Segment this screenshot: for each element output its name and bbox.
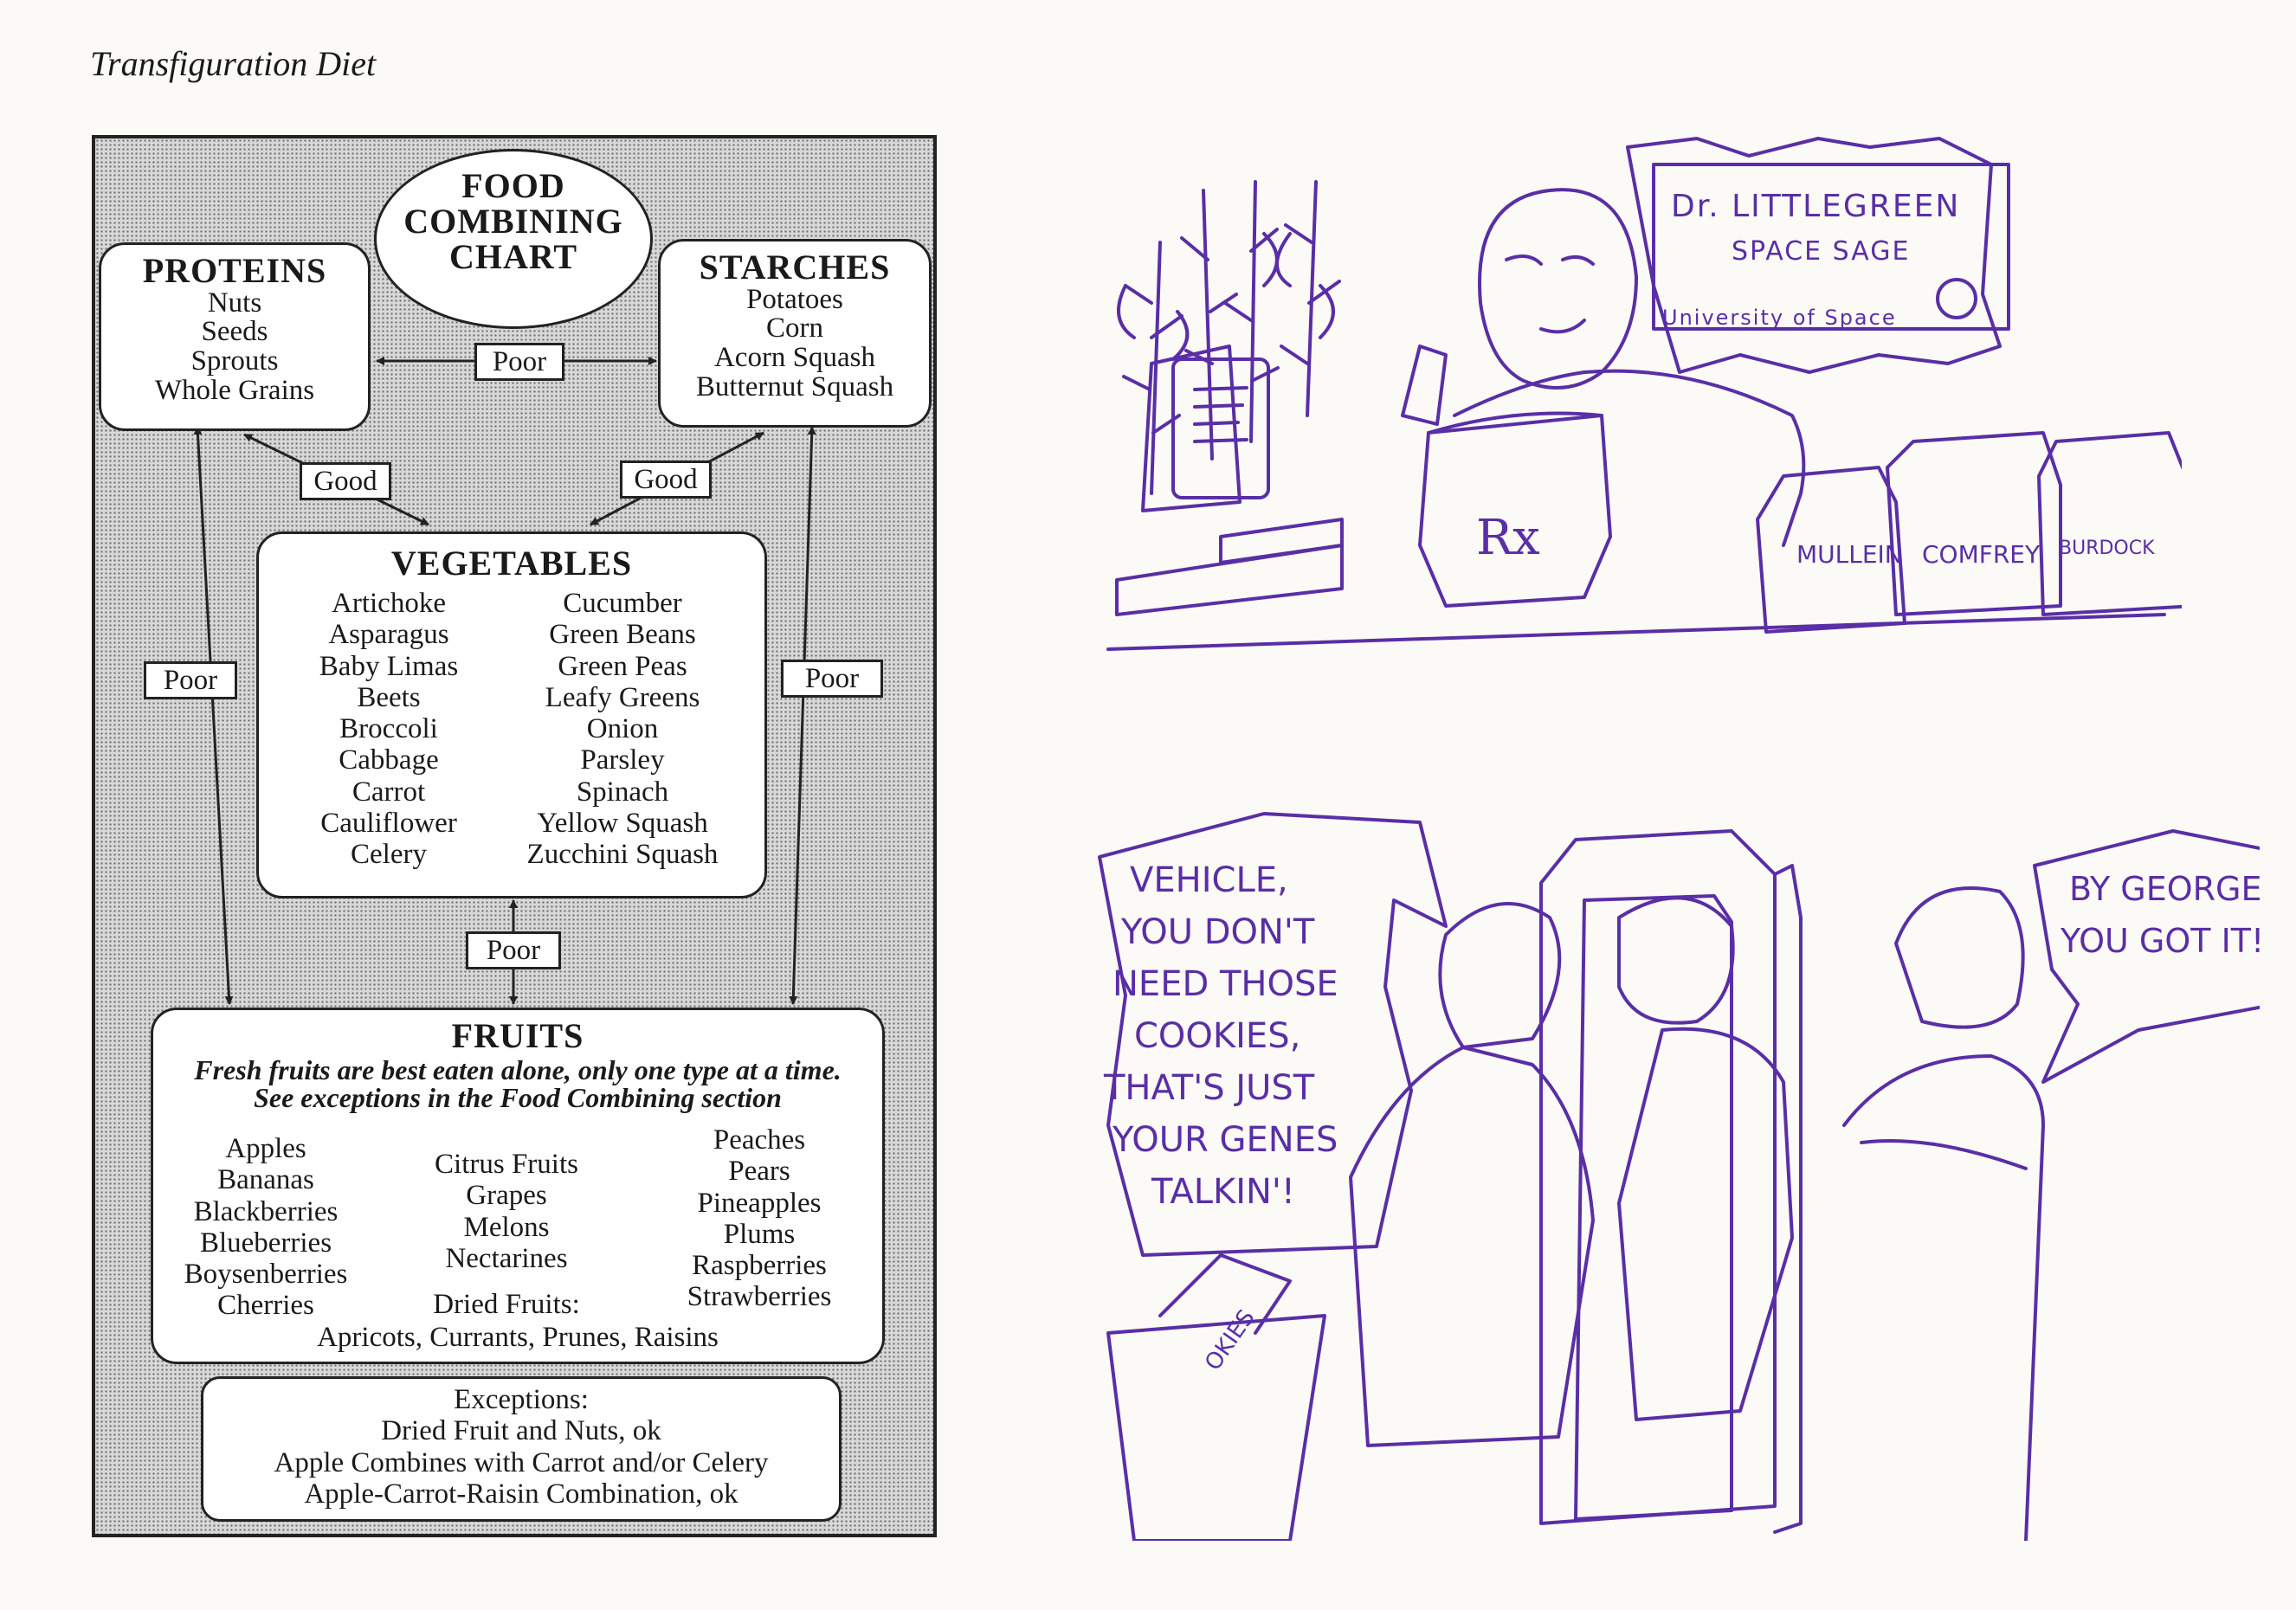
food-item: Potatoes [746, 283, 843, 315]
label-starches-vegetables: Good [620, 460, 712, 499]
svg-text:SPACE SAGE: SPACE SAGE [1732, 236, 1910, 267]
svg-text:MULLEIN: MULLEIN [1796, 540, 1903, 569]
label-proteins-vegetables: Good [300, 462, 391, 500]
illustration-mirror-scene: VEHICLE, YOU DON'T NEED THOSE COOKIES, T… [1098, 812, 2260, 1541]
svg-text:YOUR GENES: YOUR GENES [1112, 1120, 1338, 1160]
dried-fruits-label: Dried Fruits: [433, 1289, 580, 1320]
diploma-text: Dr. LITTLEGREEN SPACE SAGE University of… [1662, 189, 1960, 330]
svg-text:COOKIES,: COOKIES, [1134, 1016, 1300, 1056]
fruits-box: FRUITS Fresh fruits are best eaten alone… [151, 1008, 885, 1364]
herb-jars [1756, 431, 2182, 634]
food-item: Acorn Squash [713, 342, 876, 374]
food-item: Butternut Squash [695, 370, 894, 402]
food-item: Sprouts [190, 345, 279, 377]
food-item: Whole Grains [154, 374, 315, 406]
illustration-doctor-pharmacy: Rx Dr. LITTLEGREEN SPACE SAGE University… [1106, 137, 2182, 651]
doctor-peeking [1842, 886, 2045, 1541]
hanging-herbs [1117, 180, 1341, 495]
running-head: Transfiguration Diet [90, 44, 377, 83]
food-item: Nuts [207, 287, 262, 319]
starches-box: STARCHES Potatoes Corn Acorn Squash Butt… [658, 239, 932, 428]
fruits-note: See exceptions in the Food Combining sec… [254, 1082, 782, 1114]
exceptions-box: Exceptions: Dried Fruit and Nuts, ok App… [201, 1376, 842, 1522]
svg-text:THAT'S JUST: THAT'S JUST [1103, 1068, 1315, 1108]
svg-text:TALKIN'!: TALKIN'! [1151, 1172, 1295, 1212]
speech-balloon-right [2033, 829, 2260, 1084]
label-vegetables-fruits: Poor [466, 931, 561, 969]
label-starches-fruits: Poor [781, 660, 883, 698]
food-combining-chart: FOOD COMBINING CHART PROTEINS Nuts Seeds… [92, 135, 937, 1537]
diploma [1626, 137, 2010, 374]
computer [1115, 345, 1344, 616]
arrow-starches-fruits [789, 426, 816, 1005]
svg-text:COMFREY: COMFREY [1922, 540, 2041, 569]
speech-balloon-left [1098, 812, 1448, 1257]
svg-text:YOU DON'T: YOU DON'T [1120, 912, 1315, 952]
svg-text:VEHICLE,: VEHICLE, [1130, 860, 1288, 900]
mirror [1539, 829, 1803, 1534]
food-item: Seeds [201, 316, 268, 348]
label-proteins-fruits: Poor [144, 661, 237, 699]
food-item: Corn [766, 312, 823, 345]
svg-text:Dr. LITTLEGREEN: Dr. LITTLEGREEN [1671, 189, 1960, 224]
proteins-box: PROTEINS Nuts Seeds Sprouts Whole Grains [99, 242, 371, 431]
chart-title: FOOD COMBINING CHART [374, 149, 653, 329]
fruits-note: Fresh fruits are best eaten alone, only … [194, 1053, 842, 1085]
svg-text:YOU GOT IT!: YOU GOT IT! [2060, 922, 2260, 960]
person-viewer [1349, 902, 1595, 1447]
cookie-trash-can [1106, 1253, 1326, 1541]
svg-text:NEED THOSE: NEED THOSE [1113, 964, 1338, 1004]
svg-text:University of Space: University of Space [1662, 306, 1897, 330]
doctor-littlegreen [1401, 188, 1806, 547]
speech-left-text: VEHICLE, YOU DON'T NEED THOSE COOKIES, T… [1103, 860, 1338, 1212]
label-proteins-starches: Poor [474, 343, 564, 381]
speech-right-text: BY GEORGE, YOU GOT IT! [2060, 870, 2260, 960]
person-reflection [1617, 896, 1794, 1421]
mortar-rx: Rx [1418, 411, 1612, 608]
svg-text:BY GEORGE,: BY GEORGE, [2069, 870, 2260, 908]
cookie-box-label: OKIES [1200, 1305, 1260, 1375]
svg-text:Rx: Rx [1476, 510, 1540, 566]
svg-text:BURDOCK: BURDOCK [2059, 538, 2155, 559]
jar-labels: MULLEIN COMFREY BURDOCK [1796, 538, 2155, 569]
dried-fruits-items: Apricots, Currants, Prunes, Raisins [317, 1322, 719, 1353]
arrow-proteins-fruits [193, 426, 234, 1005]
